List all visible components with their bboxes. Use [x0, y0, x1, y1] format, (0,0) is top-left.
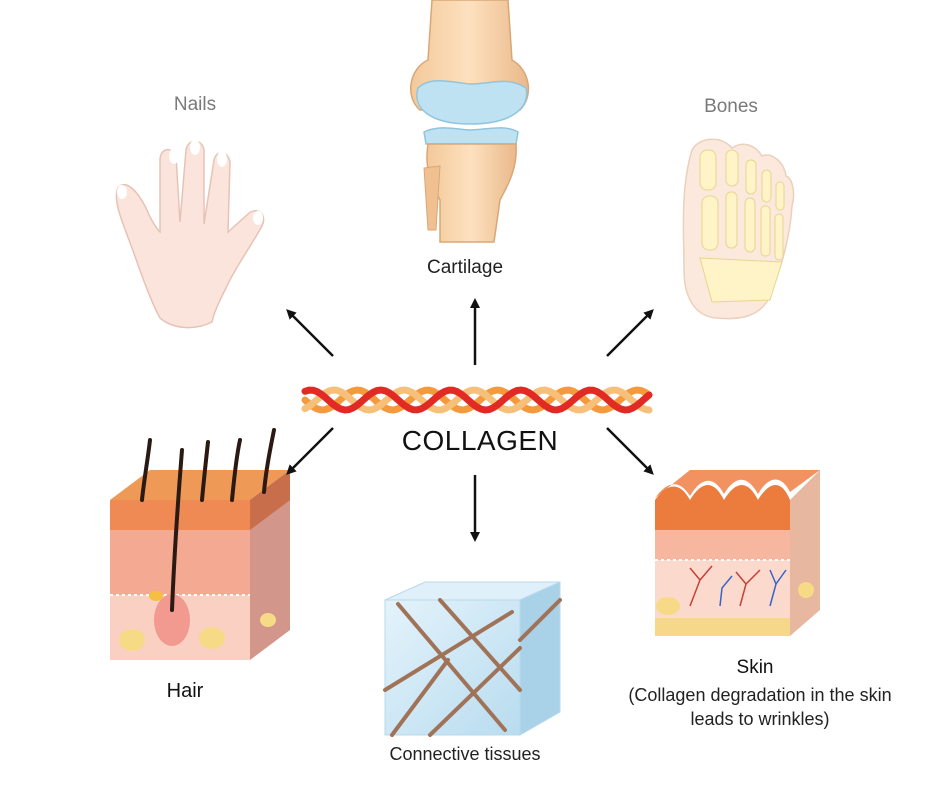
label-hair: Hair [166, 680, 204, 702]
skin-block [655, 470, 820, 636]
foot-illustration [682, 138, 795, 320]
knee-illustration [410, 0, 530, 243]
label-nails: Nails [173, 94, 217, 115]
label-collagen: COLLAGEN [401, 425, 559, 456]
arrow-to-nails [286, 309, 334, 357]
label-connective-tissues: Connective tissues [389, 744, 541, 764]
arrow-to-skin [606, 427, 654, 475]
hair-skin-block [110, 428, 290, 660]
label-skin-note: (Collagen degradation in the skin leads … [628, 685, 892, 729]
label-cartilage: Cartilage [426, 257, 504, 278]
arrow-to-bones [606, 309, 654, 357]
arrow-to-hair [286, 427, 334, 475]
label-skin: Skin [736, 657, 774, 678]
label-bones: Bones [704, 96, 758, 117]
collagen-triple-helix [301, 386, 653, 414]
hand-illustration [115, 139, 265, 329]
connective-tissue-cube [383, 581, 562, 737]
